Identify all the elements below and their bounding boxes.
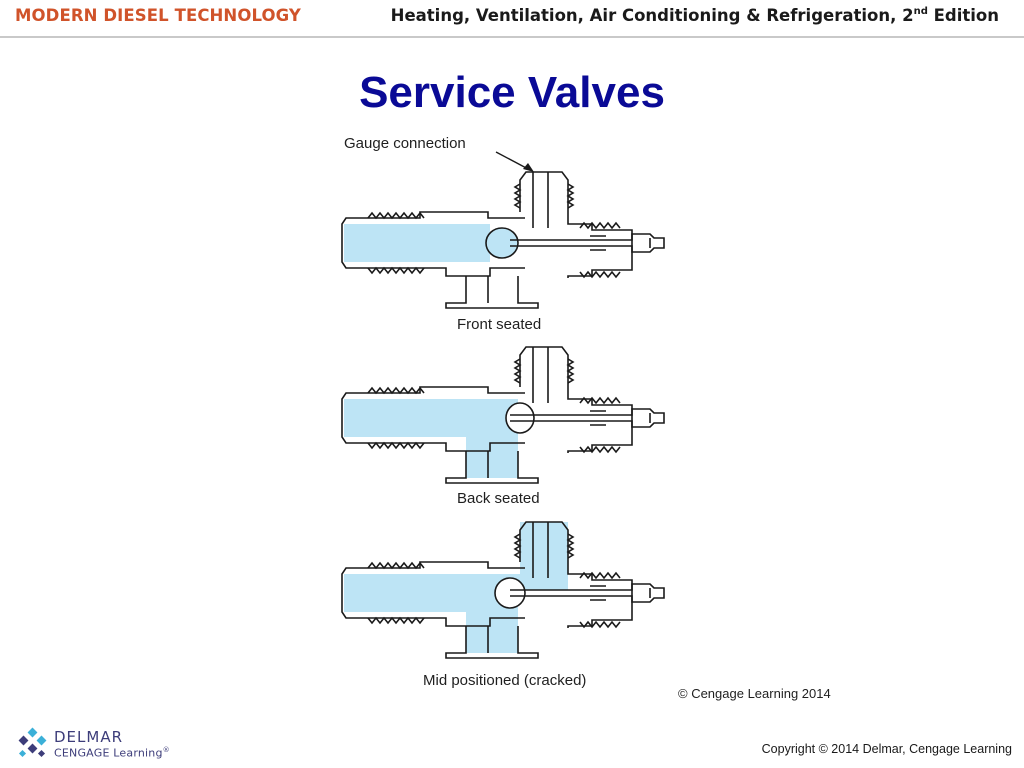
image-credit: © Cengage Learning 2014 — [678, 686, 831, 701]
copyright-notice: Copyright © 2014 Delmar, Cengage Learnin… — [761, 742, 1012, 756]
valve-back-seated — [341, 346, 665, 484]
slide-title: Service Valves — [359, 68, 665, 117]
gauge-connection-arrow — [495, 151, 534, 172]
logo-subtitle: CENGAGE Learning® — [54, 746, 170, 760]
edition-word: Edition — [927, 6, 999, 25]
service-valve-diagram — [341, 151, 665, 659]
valve-mid-positioned — [341, 521, 665, 659]
book-title: Heating, Ventilation, Air Conditioning &… — [391, 6, 999, 25]
caption-back-seated: Back seated — [457, 490, 540, 507]
logo-subtitle-text: CENGAGE Learning — [54, 746, 163, 760]
caption-mid-positioned: Mid positioned (cracked) — [423, 672, 587, 689]
edition-superscript: nd — [913, 6, 928, 17]
brand-title: MODERN DIESEL TECHNOLOGY — [15, 6, 301, 25]
delmar-logo-mark-icon — [18, 727, 47, 758]
logo-registered-mark: ® — [162, 746, 170, 754]
delmar-logo: DELMAR CENGAGE Learning® — [16, 727, 176, 763]
logo-name: DELMAR — [54, 728, 124, 746]
gauge-connection-label: Gauge connection — [344, 135, 466, 152]
service-valve-figure: Gauge connection Front seated Back seate… — [320, 128, 700, 704]
header-divider — [0, 36, 1024, 38]
book-title-text: Heating, Ventilation, Air Conditioning &… — [390, 6, 914, 25]
valve-front-seated — [341, 171, 665, 309]
caption-front-seated: Front seated — [457, 316, 542, 333]
